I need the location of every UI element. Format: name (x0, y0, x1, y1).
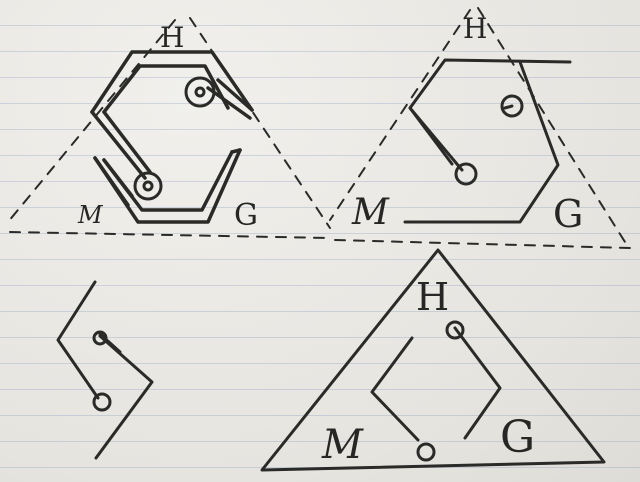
sketch-bottom-left (56, 280, 154, 460)
bottom-circle (416, 442, 436, 462)
bottom-circle-inner (142, 180, 154, 192)
s-bond-outer (90, 110, 147, 180)
label-m: M (321, 422, 364, 468)
double-hexagon-outer (90, 50, 254, 224)
bottom-circle (454, 162, 478, 186)
sketch-bottom-right: H M G (260, 248, 606, 472)
top-circle (500, 94, 524, 118)
dashed-baseline (9, 231, 331, 239)
top-small-circle (92, 330, 108, 346)
label-g: G (553, 192, 583, 236)
label-h: H (416, 275, 449, 319)
label-g: G (500, 412, 535, 463)
bond-path (370, 326, 502, 442)
bottom-small-circle (92, 392, 112, 412)
zigzag-line (56, 280, 100, 400)
label-m: M (77, 201, 104, 229)
s-bond-lower (93, 156, 134, 207)
sketch-top-left: H M G (7, 17, 331, 239)
label-h: H (463, 12, 487, 45)
label-m: M (351, 192, 390, 233)
solid-triangle (260, 248, 606, 472)
bond-to-bottom-circle (408, 106, 464, 172)
top-circle-inner (194, 86, 206, 98)
label-g: G (234, 198, 258, 233)
s-bond-right-lower (230, 148, 242, 154)
dashed-baseline (334, 239, 631, 249)
bottom-circle-outer (133, 171, 163, 201)
top-circle-outer (184, 76, 216, 108)
sketch-top-right: H M G (329, 7, 631, 249)
top-circle (445, 320, 465, 340)
right-chevron (94, 334, 154, 460)
s-bond-inner (102, 110, 152, 174)
label-h: H (160, 21, 184, 54)
dashed-triangle (329, 7, 626, 243)
hexagon-outline (403, 58, 572, 224)
arrow-to-circle (98, 332, 122, 354)
bond-to-top-circle (503, 104, 514, 110)
